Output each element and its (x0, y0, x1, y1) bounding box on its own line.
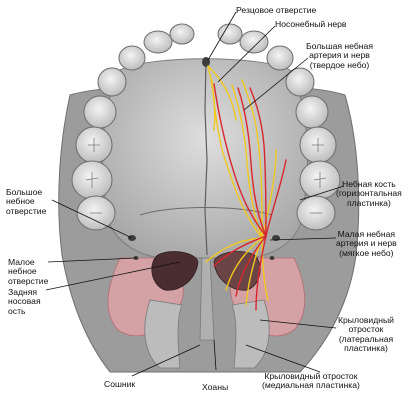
label-vomer: Сошник (104, 379, 136, 389)
transverse-palatine-suture (139, 207, 273, 216)
label-pterygoid-lateral-plate: Крыловидный отросток (латеральная пласти… (338, 315, 394, 354)
label-lesser-palatine-foramen: Малое небное отверстие (8, 257, 49, 286)
median-palatine-suture (204, 59, 208, 256)
label-greater-palatine-foramen: Большое небное отверстие (6, 187, 47, 216)
artery-branches (213, 83, 287, 311)
label-palatine-bone: Небная кость (горизонтальная пластинка) (336, 179, 402, 208)
label-incisive-foramen: Резцовое отверстие (236, 5, 317, 15)
label-lesser-palatine-artery-nerve: Малая небная артерия и нерв (мягкое небо… (336, 229, 397, 258)
pterygoid-plate-left (144, 299, 183, 369)
teeth-left (71, 23, 195, 231)
tooth-fissures (85, 138, 327, 214)
label-choanae: Хоаны (202, 382, 229, 392)
label-greater-palatine-artery-nerve: Большая небная артерия и нерв (твердое н… (306, 41, 373, 70)
leader-lines (45, 11, 345, 377)
teeth-right (217, 23, 341, 231)
choana-left (151, 251, 199, 291)
pterygoid-plate-right (231, 299, 270, 369)
label-posterior-nasal-spine: Задняя носовая ость (8, 287, 41, 316)
label-pterygoid-medial-plate: Крыловидный отросток (медиальная пластин… (262, 371, 360, 391)
label-nasopalatine-nerve: Носонебный нерв (275, 19, 347, 29)
